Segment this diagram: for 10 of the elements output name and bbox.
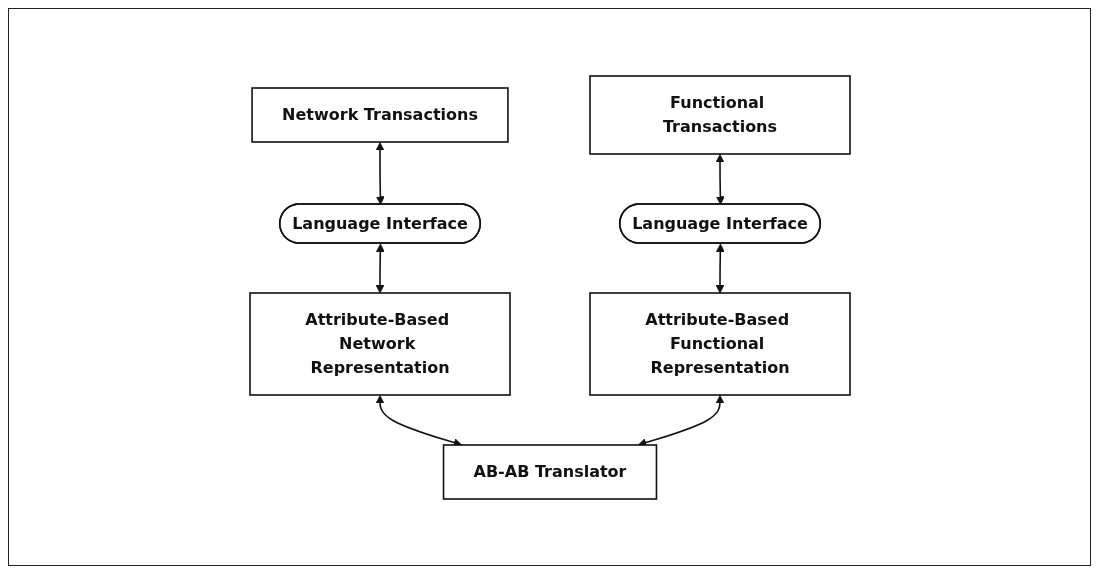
node-box xyxy=(588,291,851,396)
node-box xyxy=(248,291,511,396)
frame-border: Network Transactions Language Interface Attribute-Based Network Representation Functional Transactions Language Interface Attribute-Based Functional Representation AB-AB Translator xyxy=(8,8,1091,566)
arrow xyxy=(375,141,385,205)
arrow xyxy=(375,243,385,293)
node-box xyxy=(250,86,509,143)
node-box xyxy=(588,74,851,155)
arrow xyxy=(715,243,725,293)
arrow xyxy=(715,153,725,205)
node-box xyxy=(442,443,657,500)
